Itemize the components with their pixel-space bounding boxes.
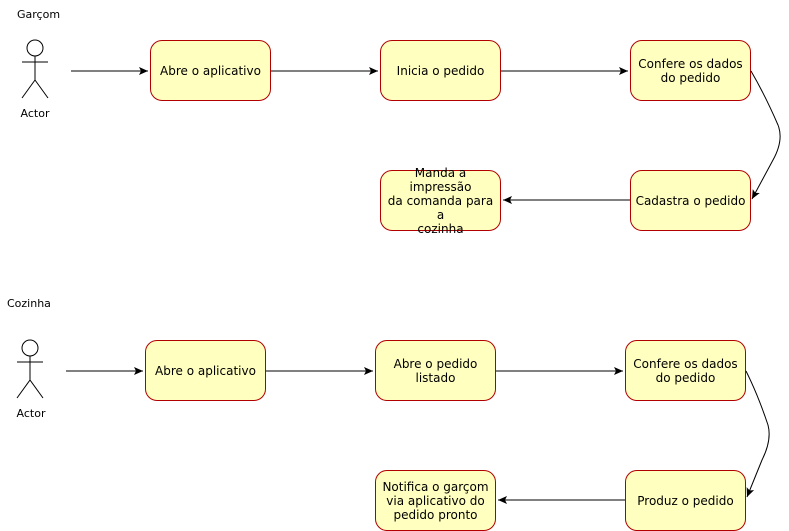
actor-icon-cozinha — [16, 339, 44, 399]
node-garcom-confere-dados[interactable]: Confere os dados do pedido — [630, 40, 751, 101]
lane-title-garcom: Garçom — [17, 8, 61, 21]
edge-confere-dados-to-cadastra-garcom — [750, 70, 781, 200]
actor-icon-garcom — [21, 39, 49, 99]
node-cozinha-confere-dados[interactable]: Confere os dados do pedido — [625, 340, 746, 401]
node-cozinha-abre-pedido-listado[interactable]: Abre o pedido listado — [375, 340, 496, 401]
edge-confere-dados-to-produz-pedido — [745, 370, 770, 498]
node-garcom-abre-aplicativo[interactable]: Abre o aplicativo — [150, 40, 271, 101]
node-cozinha-notifica-garcom[interactable]: Notifica o garçom via aplicativo do pedi… — [375, 470, 496, 531]
node-garcom-inicia-pedido[interactable]: Inicia o pedido — [380, 40, 501, 101]
node-cozinha-abre-aplicativo[interactable]: Abre o aplicativo — [145, 340, 266, 401]
node-cozinha-produz-pedido[interactable]: Produz o pedido — [625, 470, 746, 531]
node-garcom-manda-impressao[interactable]: Manda a impressão da comanda para a cozi… — [380, 166, 501, 236]
actor-label-cozinha: Actor — [16, 407, 46, 420]
node-garcom-cadastra-pedido[interactable]: Cadastra o pedido — [630, 170, 751, 231]
lane-title-cozinha: Cozinha — [7, 297, 51, 310]
actor-label-garcom: Actor — [20, 107, 50, 120]
